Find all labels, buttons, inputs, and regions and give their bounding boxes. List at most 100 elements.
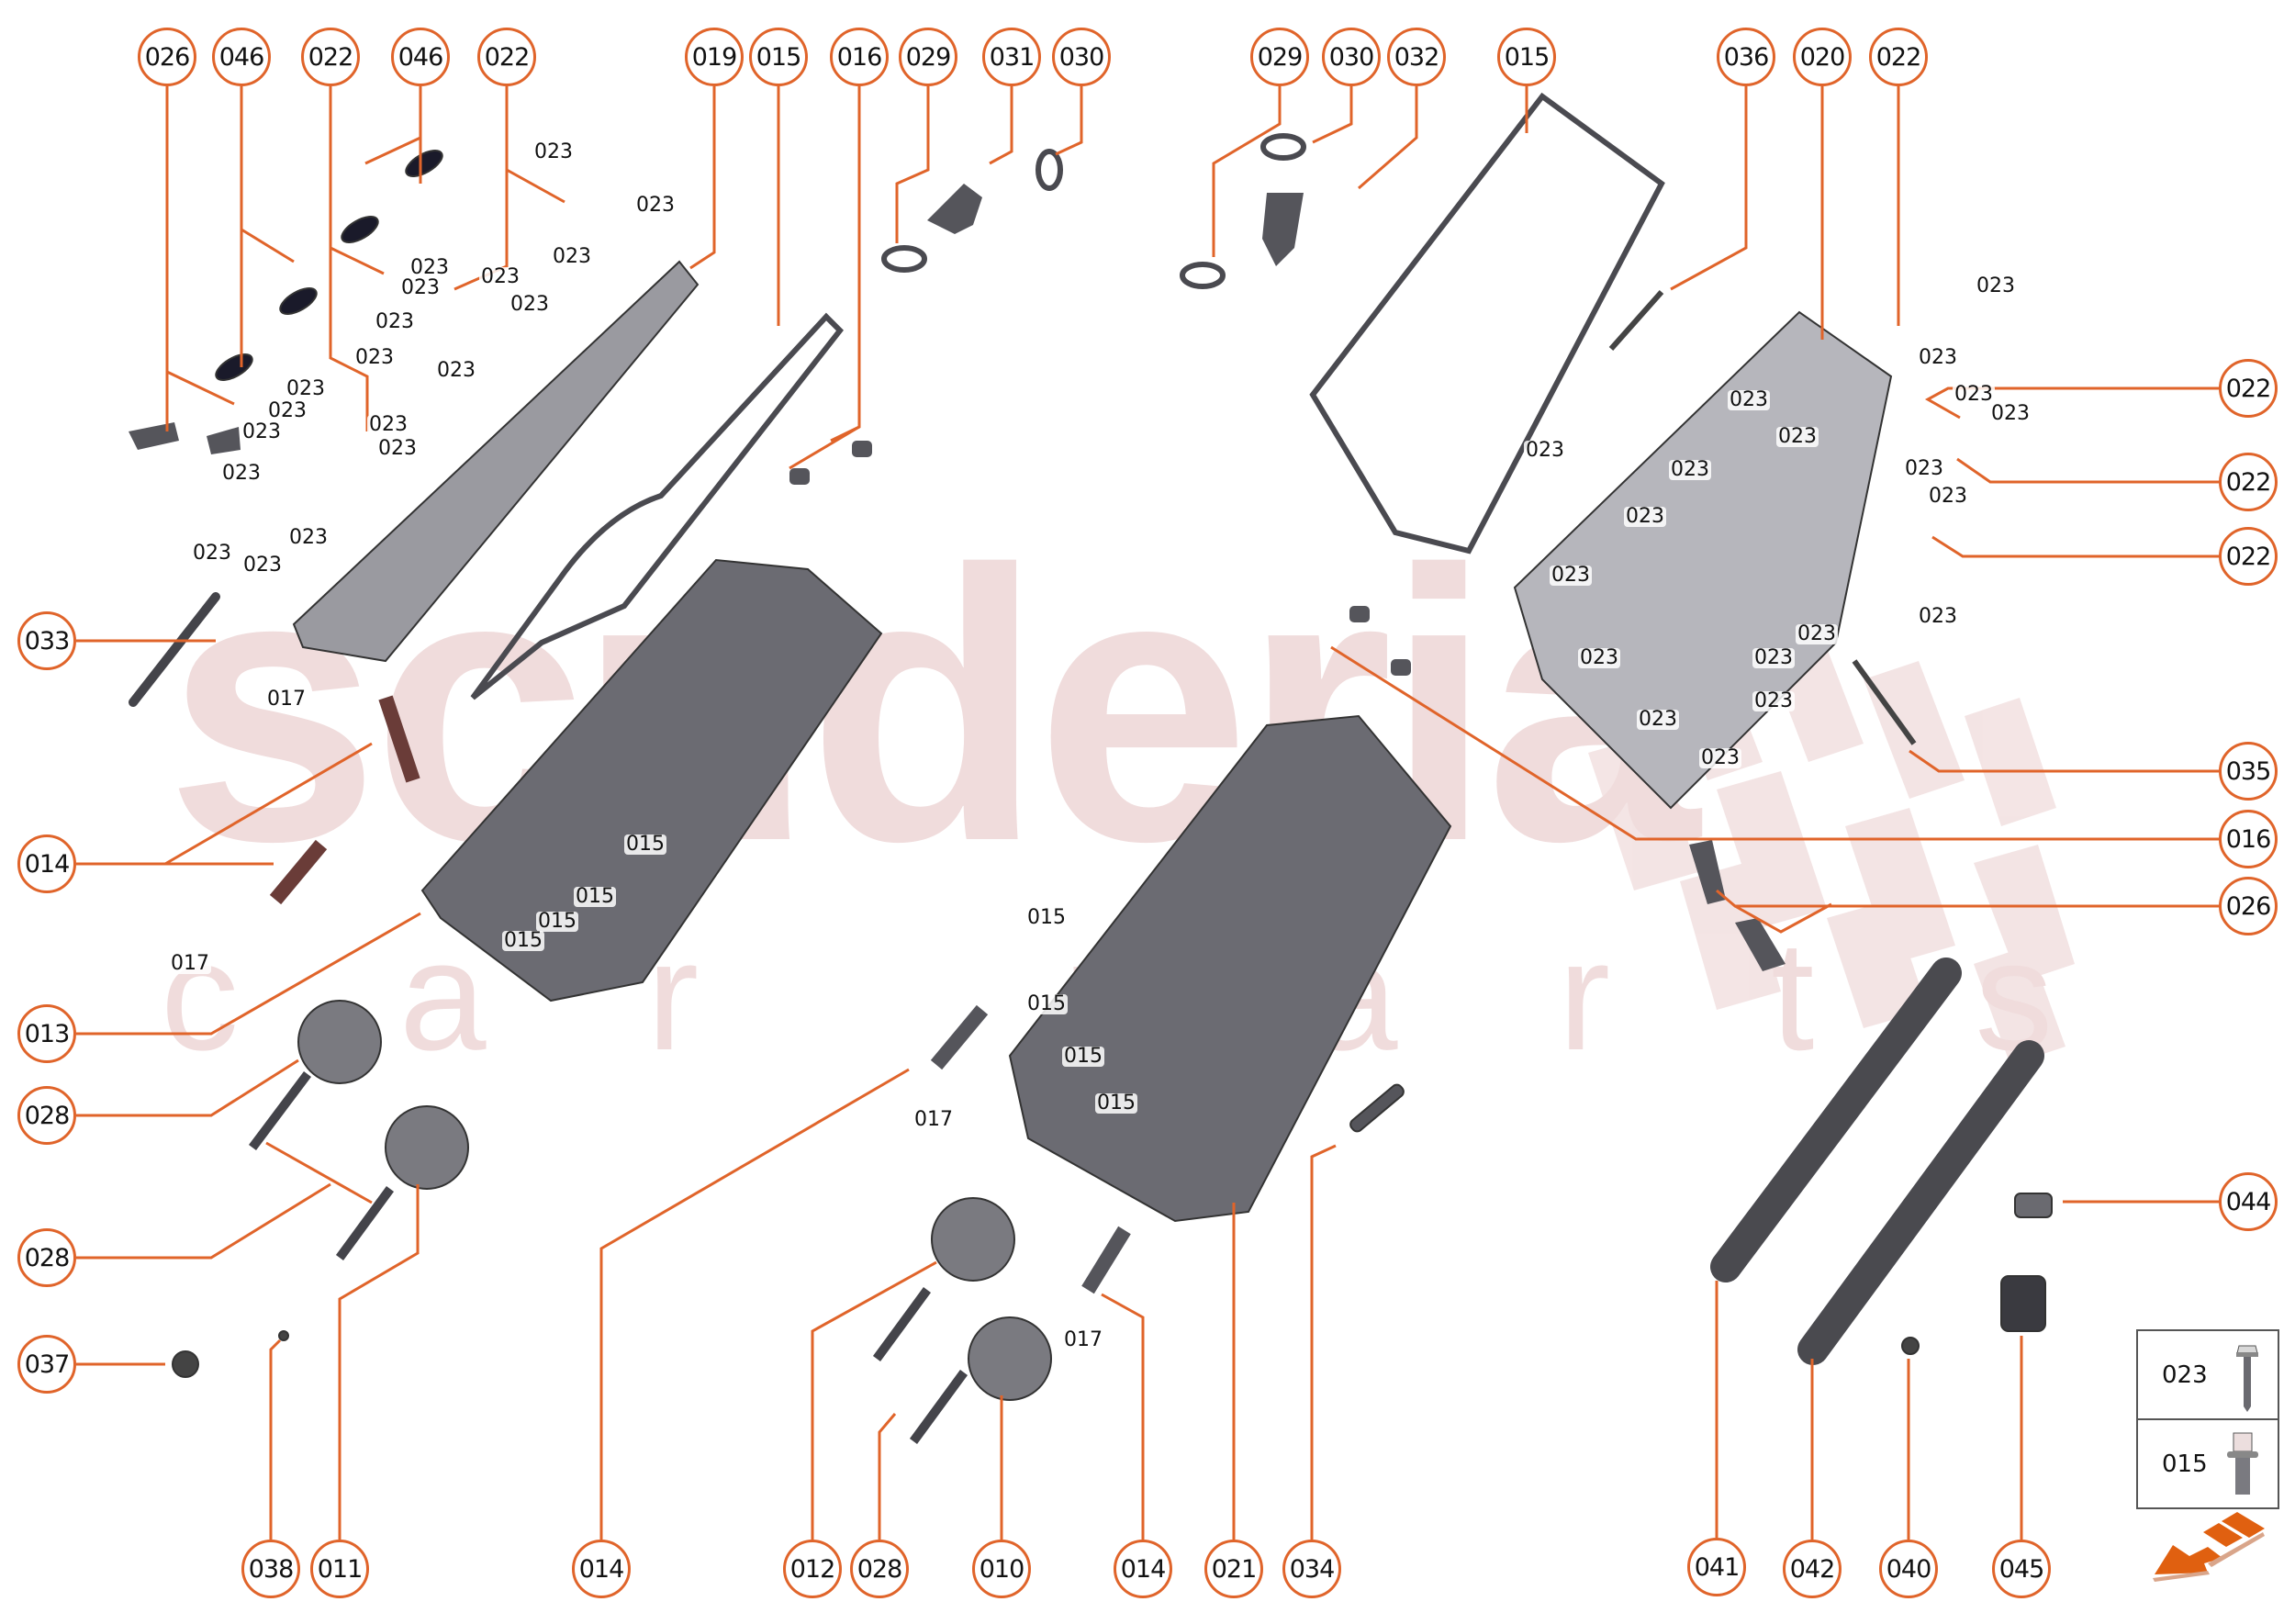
part-callout-030[interactable]: 030 [1322, 28, 1381, 86]
fastener-tag-017: 017 [169, 952, 211, 975]
part-callout-030[interactable]: 030 [1052, 28, 1111, 86]
cam-phaser-011-icon [385, 1105, 469, 1190]
bolt-028d-icon [909, 1370, 968, 1444]
part-callout-036[interactable]: 036 [1717, 28, 1775, 86]
left-cam-cover-icon [292, 260, 700, 663]
part-callout-033[interactable]: 033 [17, 611, 76, 670]
sensor-034-icon [1349, 1083, 1405, 1133]
fastener-tag-023: 023 [285, 377, 327, 400]
part-callout-045[interactable]: 045 [1992, 1540, 2051, 1598]
sensor-026d-icon [1735, 918, 1786, 971]
gasket-015-left-icon [470, 312, 845, 700]
fastener-tag-023: 023 [376, 437, 419, 460]
sensor-026c-icon [1689, 840, 1726, 904]
part-callout-022[interactable]: 022 [1869, 28, 1928, 86]
bolt-028a-icon [249, 1071, 311, 1150]
part-callout-035[interactable]: 035 [2219, 742, 2278, 801]
part-callout-011[interactable]: 011 [310, 1540, 369, 1598]
part-callout-046[interactable]: 046 [212, 28, 271, 86]
part-callout-037[interactable]: 037 [17, 1335, 76, 1394]
gasket-030a-icon [1036, 149, 1063, 191]
fastener-tag-023: 023 [532, 140, 575, 163]
fastener-tag-023: 023 [1989, 402, 2032, 425]
cap-016c-icon [1349, 606, 1370, 622]
fastener-tag-023: 023 [191, 542, 233, 565]
fastener-tag-023: 023 [1752, 689, 1795, 712]
fastener-tag-023: 023 [1917, 346, 1959, 369]
part-callout-015[interactable]: 015 [1497, 28, 1556, 86]
fastener-tag-023: 023 [1637, 708, 1679, 731]
valve-036-icon [1608, 290, 1664, 351]
solenoid-014b-icon [269, 839, 328, 905]
part-callout-020[interactable]: 020 [1793, 28, 1852, 86]
part-callout-046[interactable]: 046 [391, 28, 450, 86]
seal-046a-icon [215, 353, 253, 381]
part-callout-028[interactable]: 028 [17, 1228, 76, 1287]
gasket-029a-icon [881, 245, 927, 273]
fastener-tag-023: 023 [287, 526, 330, 549]
camshaft-042-icon [1797, 1040, 2044, 1365]
part-callout-038[interactable]: 038 [241, 1540, 300, 1598]
fastener-tag-023: 023 [374, 310, 416, 333]
part-callout-014[interactable]: 014 [1114, 1540, 1172, 1598]
part-callout-021[interactable]: 021 [1204, 1540, 1263, 1598]
solenoid-014a-icon [378, 695, 420, 783]
fastener-tag-023: 023 [1728, 388, 1770, 411]
fastener-tag-023: 023 [551, 245, 593, 268]
fastener-tag-023: 023 [353, 346, 396, 369]
part-callout-012[interactable]: 012 [783, 1540, 842, 1598]
fastener-tag-023: 023 [399, 276, 442, 299]
fastener-tag-015: 015 [1025, 906, 1068, 929]
part-callout-028[interactable]: 028 [850, 1540, 909, 1598]
part-callout-013[interactable]: 013 [17, 1004, 76, 1063]
part-callout-040[interactable]: 040 [1879, 1540, 1938, 1598]
part-callout-014[interactable]: 014 [17, 834, 76, 893]
previous-page-arrow-icon[interactable] [2153, 1510, 2272, 1584]
fastener-tag-015: 015 [1025, 992, 1068, 1015]
part-callout-022[interactable]: 022 [301, 28, 360, 86]
part-callout-031[interactable]: 031 [982, 28, 1041, 86]
part-callout-044[interactable]: 044 [2219, 1172, 2278, 1231]
part-callout-022[interactable]: 022 [2219, 453, 2278, 511]
part-callout-022[interactable]: 022 [2219, 359, 2278, 418]
plug-038-icon [278, 1330, 289, 1341]
part-callout-028[interactable]: 028 [17, 1086, 76, 1145]
part-callout-014[interactable]: 014 [572, 1540, 631, 1598]
fastener-tag-023: 023 [1903, 457, 1945, 480]
legend-row-015: 015 [2138, 1418, 2278, 1507]
part-callout-026[interactable]: 026 [2219, 877, 2278, 935]
cap-016a-icon [789, 468, 810, 485]
fastener-tag-023: 023 [1699, 746, 1741, 769]
part-callout-010[interactable]: 010 [972, 1540, 1031, 1598]
spring-044-icon [2014, 1193, 2053, 1218]
part-callout-019[interactable]: 019 [685, 28, 744, 86]
gasket-029b-icon [1180, 262, 1226, 289]
fastener-tag-015: 015 [624, 833, 666, 856]
fastener-legend: 023 015 [2136, 1329, 2279, 1509]
part-callout-041[interactable]: 041 [1687, 1538, 1746, 1596]
part-callout-016[interactable]: 016 [2219, 810, 2278, 868]
part-callout-015[interactable]: 015 [749, 28, 808, 86]
fastener-tag-023: 023 [1917, 605, 1959, 628]
camshaft-041-icon [1710, 958, 1962, 1282]
part-callout-029[interactable]: 029 [1250, 28, 1309, 86]
long-bolt-033-icon [129, 592, 220, 707]
part-callout-029[interactable]: 029 [899, 28, 957, 86]
part-callout-042[interactable]: 042 [1783, 1540, 1842, 1598]
solenoid-014d-icon [1081, 1226, 1131, 1294]
part-callout-026[interactable]: 026 [138, 28, 196, 86]
part-callout-016[interactable]: 016 [830, 28, 889, 86]
part-callout-022[interactable]: 022 [477, 28, 536, 86]
gasket-015-right-icon [1309, 92, 1665, 554]
fastener-tag-023: 023 [409, 256, 451, 279]
part-callout-034[interactable]: 034 [1282, 1540, 1341, 1598]
part-callout-032[interactable]: 032 [1387, 28, 1446, 86]
chain-tensioner-045-icon [2000, 1275, 2046, 1332]
short-flange-bolt-icon [2227, 1432, 2258, 1495]
gasket-030b-icon [1260, 133, 1306, 161]
part-callout-022[interactable]: 022 [2219, 527, 2278, 586]
fastener-tag-023: 023 [241, 420, 283, 443]
